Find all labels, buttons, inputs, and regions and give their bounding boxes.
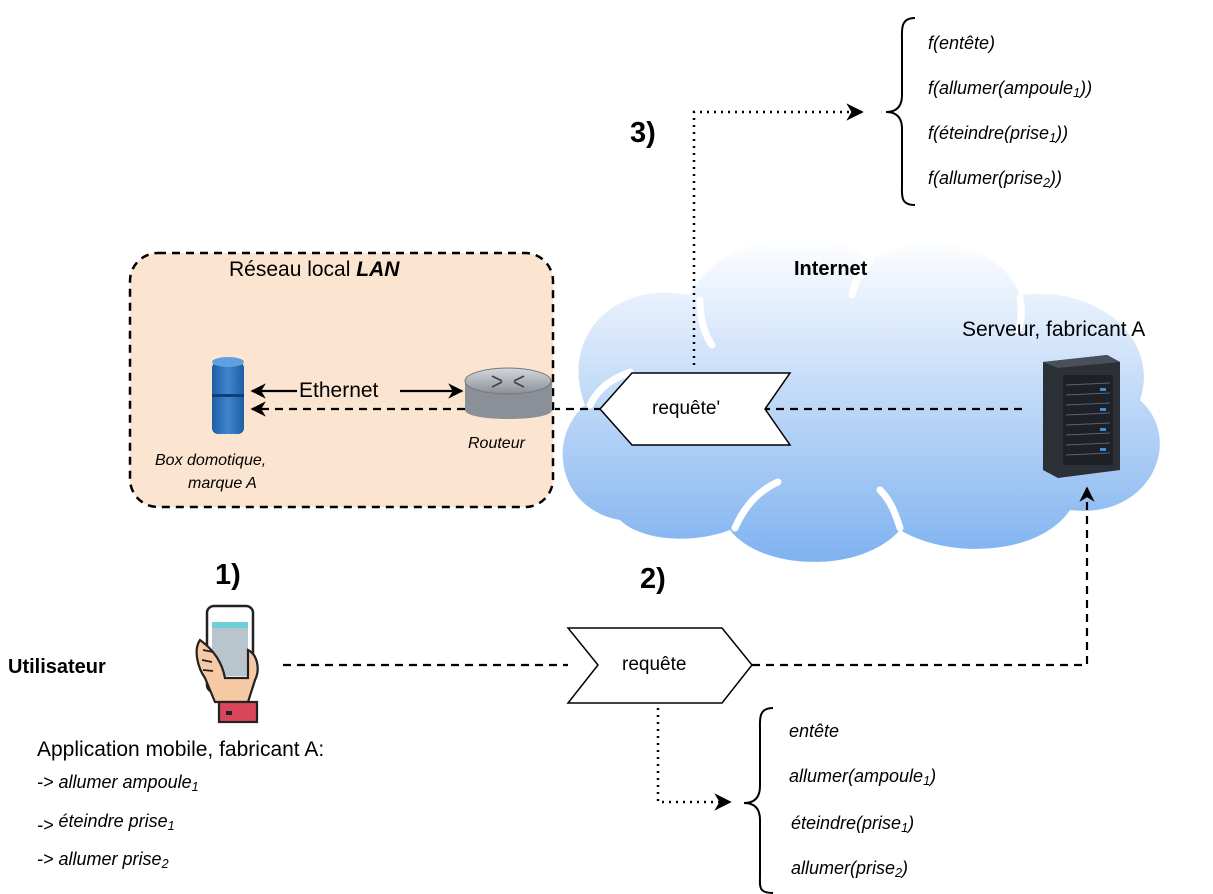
request-prime-label: requête': [652, 398, 721, 419]
encrypted-item-text: f(entête): [928, 33, 996, 53]
internet-label: Internet: [794, 258, 868, 280]
cloud-creases: [586, 258, 1025, 532]
server-label: Serveur, fabricant A: [962, 318, 1146, 341]
request-tag: [566, 627, 753, 704]
app-action-text: éteindre prise: [58, 811, 168, 831]
encrypted-brace: [885, 17, 916, 206]
app-action-arrow: ->: [37, 849, 54, 869]
encrypted-item-sub: 1: [1073, 86, 1081, 101]
lan-title-emph: LAN: [356, 258, 400, 281]
app-title: Application mobile, fabricant A:: [37, 738, 325, 761]
request-prime-tag: [598, 372, 792, 446]
request-item-tail: ): [902, 858, 909, 878]
lan-title: Réseau local LAN: [229, 258, 399, 282]
request-item-sub: 1: [901, 821, 909, 836]
encrypted-item-tail: )): [1080, 78, 1093, 98]
internet-cloud: [562, 237, 1160, 562]
encrypted-item: f(entête): [928, 33, 995, 54]
request-item-text: entête: [789, 721, 840, 741]
encrypted-item-sub: 2: [1043, 176, 1051, 191]
router-icon: [464, 367, 552, 419]
box-domotique-icon: [212, 357, 244, 434]
encrypted-item-text: f(allumer(prise: [928, 168, 1044, 188]
request-item: éteindre(prise1): [791, 813, 914, 834]
user-label: Utilisateur: [8, 656, 106, 678]
request-item-sub: 1: [923, 774, 931, 789]
app-action-text: allumer prise: [58, 849, 162, 869]
app-action-arrow: ->: [37, 772, 54, 792]
phone-hand-icon: [195, 604, 259, 724]
request-item: allumer(prise2): [791, 858, 908, 879]
step2-label: 2): [640, 563, 666, 595]
app-action: -> allumer ampoule1: [37, 772, 199, 793]
lan-box: [128, 251, 555, 509]
encrypted-item-sub: 1: [1049, 131, 1057, 146]
encrypted-item-tail: )): [1056, 123, 1069, 143]
encrypted-item-tail: )): [1050, 168, 1063, 188]
request-item-tail: ): [930, 766, 937, 786]
app-action: -> allumer prise2: [37, 849, 169, 870]
request-item-text: allumer(ampoule: [789, 766, 924, 786]
ethernet-label: Ethernet: [299, 379, 379, 402]
request-item-text: allumer(prise: [791, 858, 896, 878]
router-label: Routeur: [468, 435, 525, 452]
request-item: entête: [789, 721, 839, 742]
app-action-sub: 1: [167, 819, 175, 834]
request-item-text: éteindre(prise: [791, 813, 902, 833]
plain-brace: [743, 707, 774, 894]
request-item: allumer(ampoule1): [789, 766, 936, 787]
app-action-sub: 1: [191, 780, 199, 795]
request-label: requête: [622, 654, 687, 675]
request-item-sub: 2: [895, 866, 903, 881]
encrypted-item: f(allumer(prise2)): [928, 168, 1062, 189]
encrypted-item: f(éteindre(prise1)): [928, 123, 1068, 144]
step1-label: 1): [215, 559, 241, 591]
box-label-line1: Box domotique,: [155, 452, 267, 469]
encrypted-item: f(allumer(ampoule1)): [928, 78, 1092, 99]
encrypted-item-text: f(allumer(ampoule: [928, 78, 1074, 98]
lan-title-prefix: Réseau local: [229, 258, 357, 281]
request-item-tail: ): [908, 813, 915, 833]
app-action-text: allumer ampoule: [58, 772, 192, 792]
server-icon: [1043, 355, 1120, 478]
app-action-sub: 2: [161, 857, 169, 872]
app-action-arrow: ->: [37, 815, 54, 835]
step3-label: 3): [630, 117, 656, 149]
app-action: -> éteindre prise1: [37, 811, 175, 835]
encrypted-item-text: f(éteindre(prise: [928, 123, 1050, 143]
box-label-line2: marque A: [188, 475, 257, 492]
